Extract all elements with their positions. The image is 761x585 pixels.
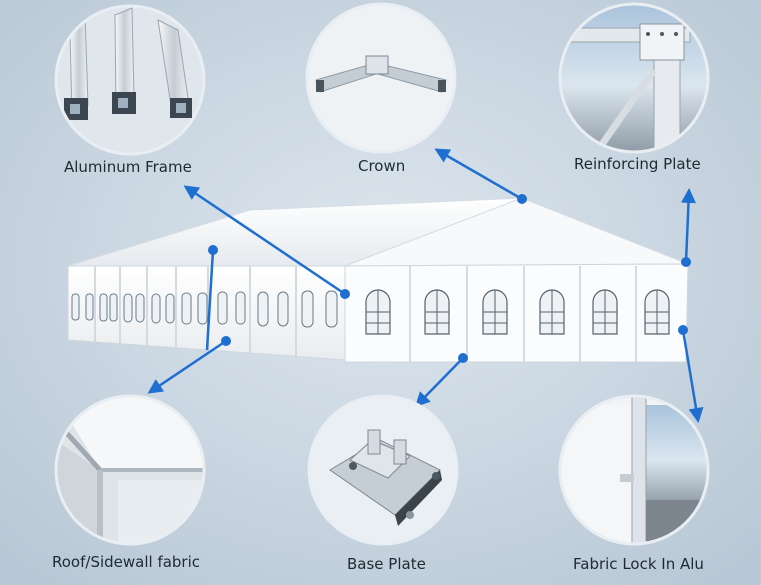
dot-fabric-lock bbox=[678, 325, 688, 335]
aluminum-profile-photo bbox=[54, 4, 206, 156]
label-reinforcing-plate: Reinforcing Plate bbox=[574, 155, 701, 173]
tent-illustration bbox=[67, 197, 689, 363]
dot-sidewall bbox=[221, 336, 231, 346]
label-roof-sidewall-fabric: Roof/Sidewall fabric bbox=[52, 553, 201, 571]
label-aluminum-frame: Aluminum Frame bbox=[64, 158, 192, 176]
dot-roof bbox=[208, 245, 218, 255]
arrow-fabric-lock bbox=[681, 329, 704, 423]
callout-arrows bbox=[147, 148, 704, 423]
arrow-base-plate bbox=[414, 357, 464, 408]
arrow-reinforcing-plate bbox=[681, 188, 696, 263]
fabric-interior-photo bbox=[54, 394, 206, 546]
dot-reinforcing-plate bbox=[681, 257, 691, 267]
label-crown: Crown bbox=[358, 157, 406, 175]
dot-crown bbox=[517, 194, 527, 204]
crown-connector-photo bbox=[305, 2, 457, 154]
arrow-roof-sidewall bbox=[147, 339, 227, 394]
callout-dots bbox=[208, 194, 691, 363]
dot-base-plate bbox=[458, 353, 468, 363]
label-fabric-lock: Fabric Lock In Alu bbox=[573, 555, 704, 573]
arrow-roof-stem bbox=[205, 249, 215, 351]
label-base-plate: Base Plate bbox=[347, 555, 426, 573]
arrow-aluminum-frame bbox=[183, 185, 346, 296]
dot-aluminum-frame bbox=[340, 289, 350, 299]
arrow-crown bbox=[434, 148, 523, 201]
fabric-lock-photo bbox=[558, 394, 710, 546]
reinforcing-plate-photo bbox=[558, 2, 710, 154]
base-plate-photo bbox=[307, 394, 459, 546]
